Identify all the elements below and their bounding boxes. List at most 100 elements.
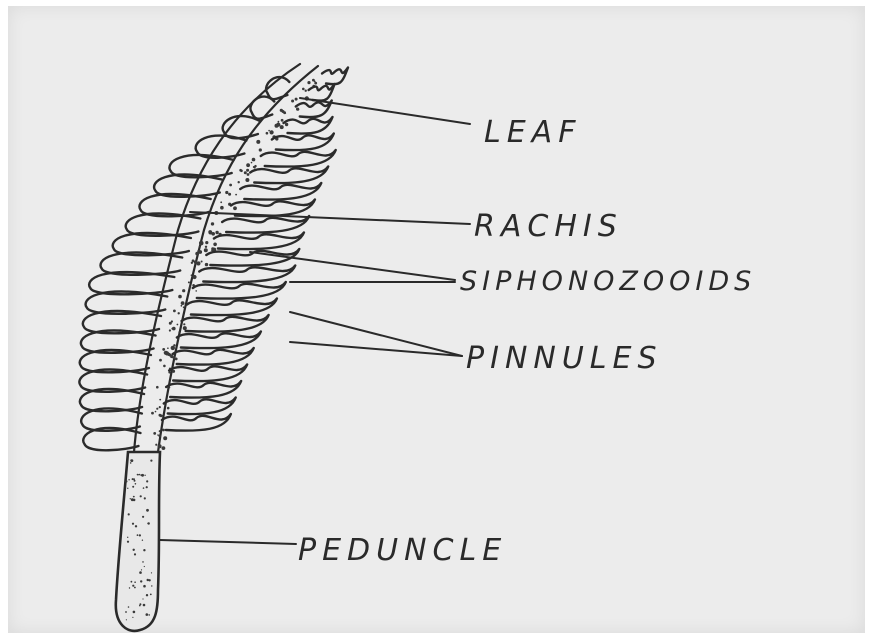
stipple-dot [178, 312, 180, 314]
stipple-dot [133, 611, 136, 614]
stipple-dot [192, 275, 196, 279]
stipple-dot [159, 406, 161, 408]
pinnules-right-group [162, 68, 348, 431]
stipple-dot [162, 446, 166, 450]
stipple-dot [240, 170, 243, 173]
stipple-dot [246, 163, 250, 167]
stipple-dot [133, 549, 135, 551]
stipple-dot [125, 611, 127, 613]
stipple-dot [268, 130, 270, 132]
pinnule-right [193, 282, 286, 299]
stipple-dot [266, 132, 269, 135]
stipple-dot [130, 498, 131, 499]
stipple-dot [143, 487, 145, 489]
pinnule-right [222, 216, 309, 233]
pinnule-right [164, 398, 236, 415]
stipple-dot [159, 399, 161, 401]
stipple-dot [131, 581, 133, 583]
stipple-dot [228, 193, 231, 196]
stipple-dot [143, 604, 146, 607]
stipple-dot [259, 148, 262, 151]
stipple-dot [229, 184, 232, 187]
stipple-dot [182, 289, 185, 292]
stipple-dot [153, 432, 156, 435]
stipple-dot [307, 81, 310, 84]
stipple-dot [195, 290, 197, 292]
stipple-dot [181, 301, 185, 305]
stipple-dot [144, 475, 145, 476]
pinnule-right [162, 414, 231, 431]
stipple-dot [127, 488, 128, 489]
stipple-dot [201, 261, 203, 263]
stipple-dot [205, 246, 207, 248]
stipple-dot [178, 295, 182, 299]
stipple-dot [126, 619, 127, 620]
pinnule-right [309, 84, 335, 101]
stipple-dot [173, 310, 176, 313]
stipple-dot [254, 165, 256, 167]
stipple-dot [215, 231, 218, 234]
stipple-dot [167, 407, 170, 410]
stipple-dot [146, 486, 148, 488]
stipple-dot [291, 100, 294, 103]
pinnule-right [199, 266, 295, 283]
stipple-dot [205, 263, 208, 266]
stipple-dot [139, 534, 141, 536]
stipple-dot [162, 348, 165, 351]
stipple-dot [155, 444, 157, 446]
stipple-dot [151, 572, 152, 573]
stipple-dot [191, 274, 193, 276]
pinnules-left-group [79, 77, 289, 450]
stipple-dot [247, 173, 250, 176]
stipple-dot [133, 499, 136, 502]
pinnule-right [261, 150, 336, 167]
stipple-dot [132, 617, 133, 618]
stipple-dot [256, 140, 260, 144]
stipple-dot [171, 320, 173, 322]
stipple-dot [245, 178, 249, 182]
pinnule-right [214, 233, 304, 250]
stipple-dot [134, 581, 136, 583]
stipple-dot [128, 606, 130, 608]
stipple-dot [151, 585, 152, 586]
stipple-dot [135, 525, 137, 527]
pinnule-right [187, 299, 277, 316]
pinnule-right [250, 167, 328, 184]
pinnule-right [272, 134, 334, 151]
stipple-dot [137, 534, 139, 536]
stipple-dot [284, 112, 286, 114]
stipple-dot [148, 614, 150, 616]
stipple-dot [189, 286, 191, 288]
stipple-dot [246, 169, 249, 172]
stipple-dot [130, 462, 132, 464]
stipple-dot [127, 541, 129, 543]
stipple-dot [204, 248, 208, 252]
stipple-dot [143, 585, 146, 588]
stipple-dot [160, 414, 163, 417]
rachis-axis [134, 64, 300, 452]
stipple-dot [211, 222, 214, 225]
stipple-dot [141, 569, 142, 570]
stipple-dot [142, 561, 144, 563]
stipple-dot [134, 587, 136, 589]
stipple-dot [314, 81, 316, 83]
stipple-dot [177, 338, 179, 340]
stipple-dot [139, 571, 142, 574]
stipple-dot [199, 246, 201, 248]
stipple-dot [169, 329, 171, 331]
pinnule-right [182, 315, 269, 332]
stipple-dot [244, 171, 247, 174]
stipple-dot [167, 347, 169, 349]
stipple-dot [151, 412, 154, 415]
stipple-dot [133, 478, 135, 480]
stipple-dot [251, 162, 253, 164]
stipple-dot [172, 327, 176, 331]
stipple-dot [297, 108, 299, 110]
stipple-dot [183, 306, 185, 308]
stipple-dot [133, 496, 135, 498]
stipple-dot [209, 231, 213, 235]
pinnule-right [173, 348, 254, 365]
stipple-dot [128, 479, 129, 480]
stipple-dot [150, 460, 152, 462]
